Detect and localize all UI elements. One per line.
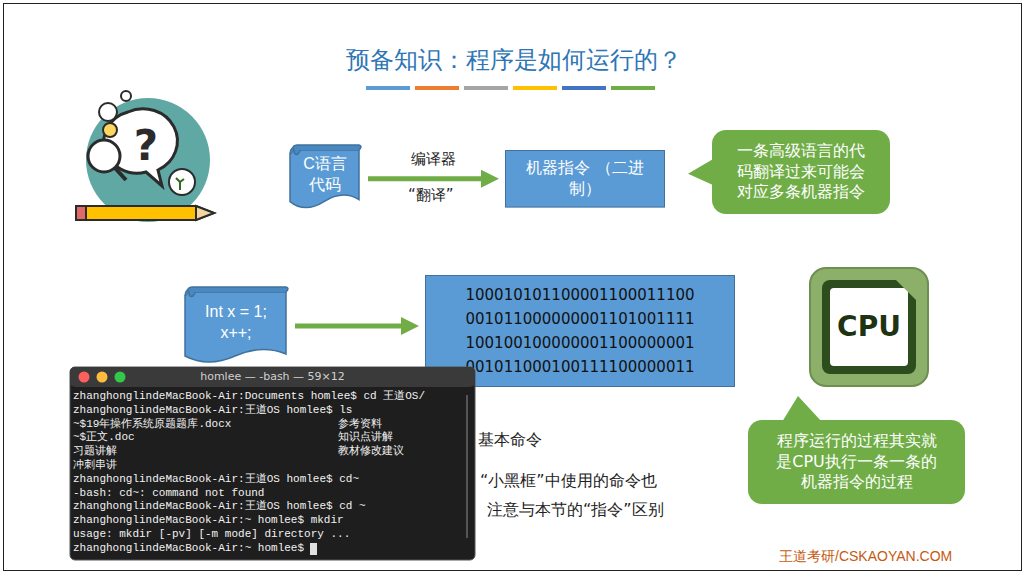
text-holder: 程序运行的过程其实就是CPU执行一条一条的机器指令的过程: [748, 420, 965, 504]
terminal-line: zhanghonglindeMacBook-Air:王道OS homlee$ l…: [73, 404, 352, 417]
note-callout: 一条高级语言的代码翻译过来可能会对应多条机器指令: [712, 130, 890, 214]
node-text: 机器指令 （二进制）: [513, 158, 657, 200]
node-text: 100010101100001100011100: [465, 283, 694, 307]
node-text: C语言 代码: [296, 154, 354, 196]
terminal-line: ~$正文.doc: [73, 431, 135, 444]
terminal-line: 冲刺串讲: [73, 459, 117, 472]
note-callout: 程序运行的过程其实就是CPU执行一条一条的机器指令的过程: [748, 420, 965, 504]
text-holder: Int x = 1; x++;: [181, 286, 289, 366]
terminal-line: usage: mkdir [-pv] [-m mode] directory .…: [73, 528, 350, 541]
note-text: “小黑框”中使用的命令也: [480, 471, 657, 492]
terminal-line: -bash: cd~: command not found: [73, 487, 264, 500]
note-text: 基本命令: [478, 430, 542, 451]
text-holder: CPU: [808, 266, 930, 388]
note-text: 注意与本节的“指令”区别: [487, 500, 664, 521]
svg-text:?: ?: [134, 121, 158, 170]
node-text: 001011000000001101001111: [465, 307, 694, 331]
terminal-line: 教材修改建议: [338, 445, 404, 458]
terminal-line: zhanghonglindeMacBook-Air:Documents homl…: [73, 390, 425, 403]
terminal-line: zhanghonglindeMacBook-Air:王道OS homlee$ c…: [73, 473, 359, 486]
window-title: homlee — -bash — 59×12: [70, 370, 475, 383]
flow-arrow: [295, 317, 419, 335]
footer-watermark: 王道考研/CSKAOYAN.COM: [779, 548, 952, 566]
cpu-icon: CPU: [808, 266, 930, 388]
node-text: 程序运行的过程其实就是CPU执行一条一条的机器指令的过程: [772, 431, 941, 493]
text-holder: 一条高级语言的代码翻译过来可能会对应多条机器指令: [712, 130, 890, 214]
slide-title: 预备知识：程序是如何运行的？: [0, 44, 1027, 76]
terminal-window: homlee — -bash — 59×12 zhanghonglindeMacB…: [70, 367, 475, 560]
terminal-line: 习题讲解: [73, 445, 117, 458]
node-text: 一条高级语言的代码翻译过来可能会对应多条机器指令: [734, 141, 868, 203]
edge-label: 编译器: [409, 150, 458, 169]
node-text: Int x = 1; x++;: [191, 302, 281, 344]
code-scroll: Int x = 1; x++;: [181, 286, 289, 366]
text-holder: C语言 代码: [286, 144, 362, 212]
translate-note: “翻译”: [408, 186, 454, 205]
machine-code-box: 机器指令 （二进制）: [505, 150, 665, 208]
terminal-line: 知识点讲解: [338, 431, 393, 444]
terminal-cursor: [310, 543, 317, 555]
terminal-line: zhanghonglindeMacBook-Air:~ homlee$ mkdi…: [73, 514, 344, 527]
title-bars: [366, 86, 655, 90]
node-text: CPU: [837, 309, 901, 345]
flow-arrow: [368, 170, 499, 188]
terminal-line: 参考资料: [338, 418, 382, 431]
terminal-line: zhanghonglindeMacBook-Air:~ homlee$: [73, 542, 304, 555]
text-holder: 机器指令 （二进制）: [505, 150, 665, 208]
terminal-line: zhanghonglindeMacBook-Air:王道OS homlee$ c…: [73, 500, 366, 513]
question-icon: ?: [76, 91, 214, 222]
code-scroll: C语言 代码: [286, 144, 362, 212]
node-text: 001011000100111100000011: [465, 355, 694, 379]
terminal-line: ~$19年操作系统原题题库.docx: [73, 418, 231, 431]
node-text: 100100100000001100000001: [465, 331, 694, 355]
